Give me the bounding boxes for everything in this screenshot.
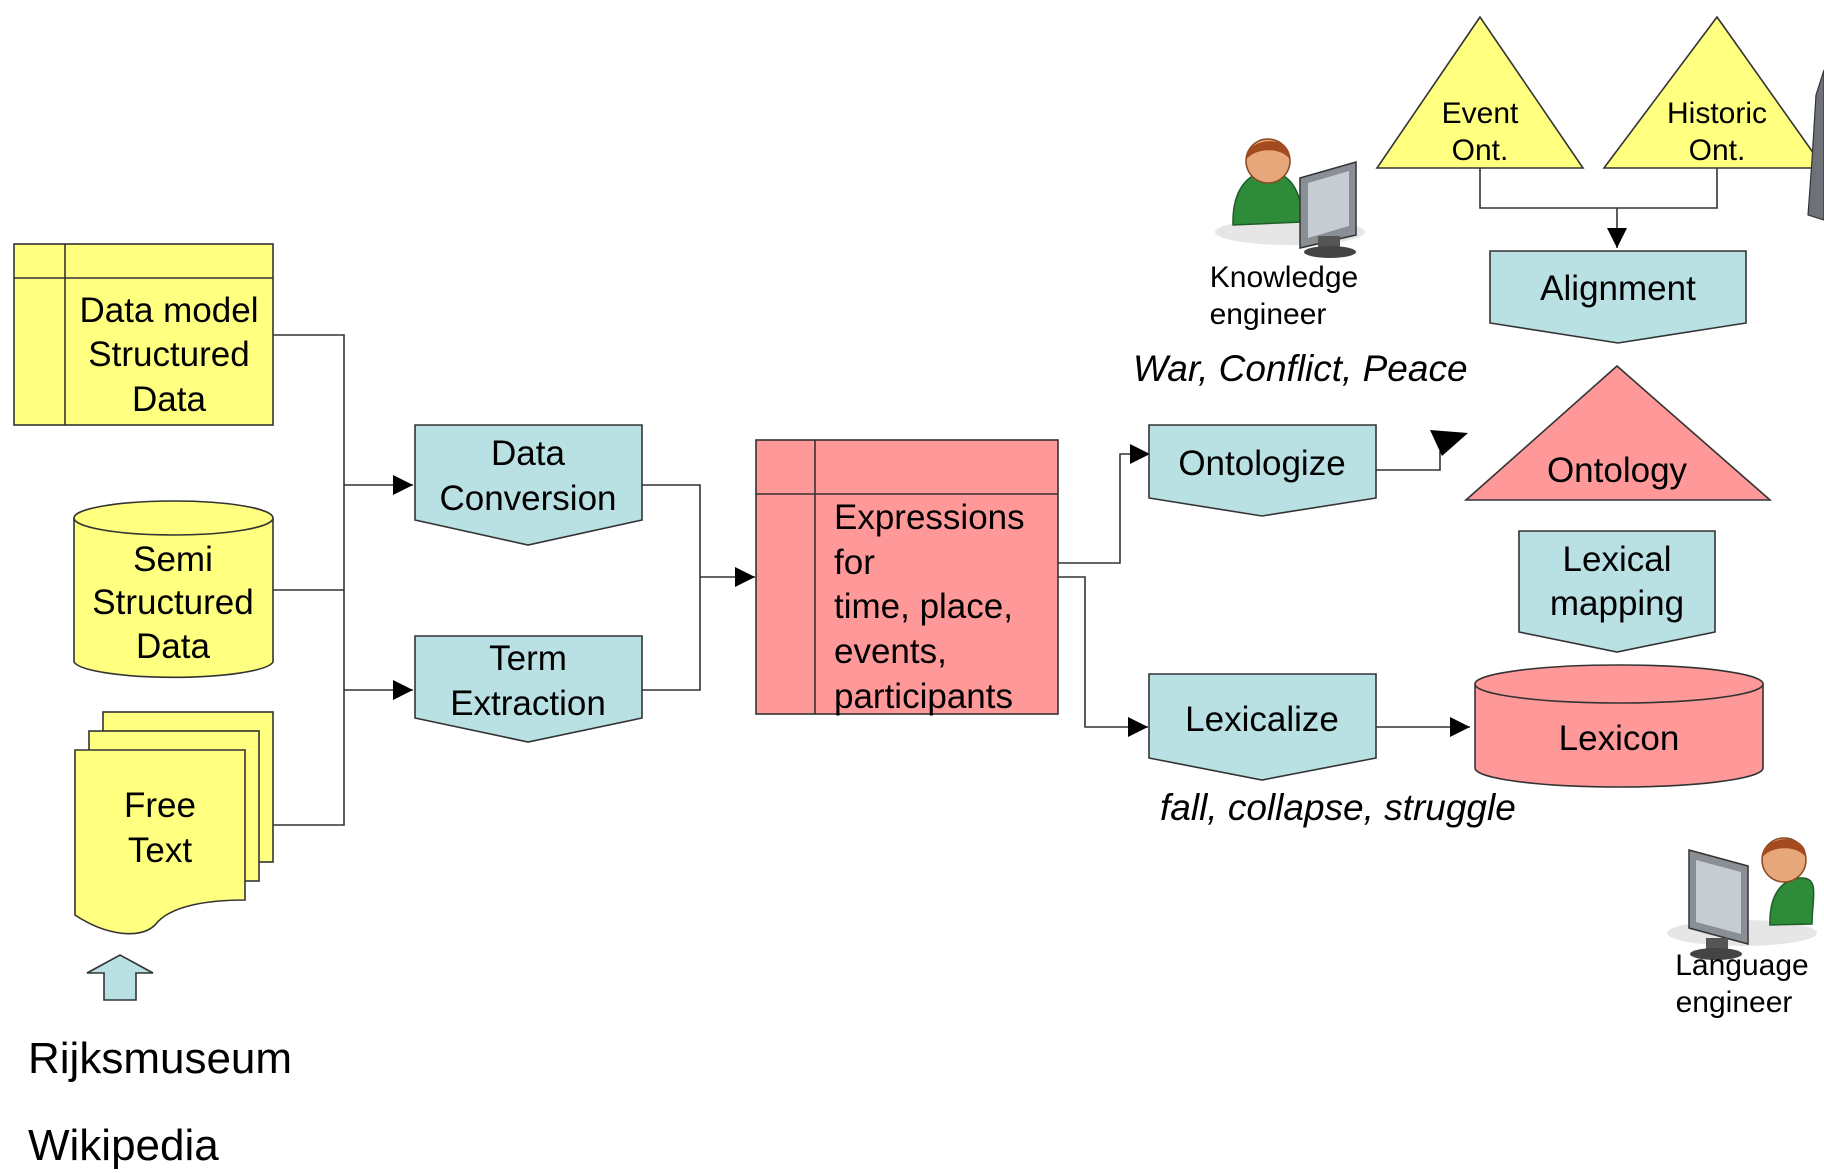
expressions-label-4: events, [834, 632, 947, 671]
server-icon [1807, 69, 1824, 221]
term-extraction-label-2: Extraction [450, 684, 606, 723]
free-text-label-2: Text [128, 831, 192, 870]
ontology-terms-example: War, Conflict, Peace [1133, 348, 1468, 389]
lexicalize-step: Lexicalize [1148, 673, 1377, 781]
data-model-label-1: Data model [80, 291, 259, 330]
lexical-mapping-label-1: Lexical [1563, 540, 1672, 579]
alignment-step: Alignment [1489, 250, 1747, 344]
input-arrow-icon [86, 954, 154, 1001]
data-model-label-2: Structured [88, 335, 249, 374]
term-extraction-label-1: Term [489, 639, 567, 678]
language-engineer: Language engineer [1667, 837, 1817, 1019]
historic-ont-label-1: Historic [1667, 97, 1767, 130]
connectors [273, 163, 1718, 826]
lexicalize-label: Lexicalize [1185, 700, 1339, 739]
semi-label-3: Data [136, 627, 210, 666]
expressions-label-1: Expressions [834, 498, 1025, 537]
knowledge-engineer-label-2: engineer [1210, 298, 1327, 331]
data-conversion-label-2: Conversion [439, 479, 616, 518]
data-model-label-3: Data [132, 380, 206, 419]
event-ont-label-1: Event [1442, 97, 1519, 130]
semi-structured-cylinder: Semi Structured Data [73, 500, 274, 679]
expressions-label-3: time, place, [834, 587, 1013, 626]
alignment-label: Alignment [1540, 269, 1696, 308]
free-text-label-1: Free [124, 786, 196, 825]
free-text-documents: Free Text [74, 711, 274, 935]
lexical-terms-example: fall, collapse, struggle [1160, 787, 1516, 828]
expressions-label-2: for [834, 543, 875, 582]
data-model-box: Data model Structured Data [13, 243, 274, 426]
language-engineer-label-2: engineer [1676, 986, 1793, 1019]
lexical-mapping-step: Lexical mapping [1518, 530, 1716, 653]
source-wikipedia: Wikipedia [28, 1121, 219, 1170]
semi-label-2: Structured [92, 583, 253, 622]
lexical-mapping-label-2: mapping [1550, 584, 1684, 623]
event-ont-label-2: Ont. [1452, 134, 1509, 167]
ontology-label: Ontology [1547, 451, 1688, 490]
historic-ont-label-2: Ont. [1689, 134, 1746, 167]
ontologize-label: Ontologize [1178, 444, 1345, 483]
knowledge-engineer-label-1: Knowledge [1210, 261, 1358, 294]
term-extraction-step: Term Extraction [414, 635, 643, 743]
data-conversion-label-1: Data [491, 434, 565, 473]
ontology-triangle: Ontology [1463, 364, 1773, 501]
event-ontology-triangle: Event Ont. [1375, 15, 1585, 169]
person-at-computer-icon [1215, 138, 1365, 258]
expressions-store: Expressions for time, place, events, par… [755, 439, 1059, 716]
lexicon-cylinder: Lexicon [1474, 664, 1764, 788]
person-at-computer-icon [1667, 837, 1817, 960]
semi-label-1: Semi [133, 540, 213, 579]
knowledge-engineer: Knowledge engineer [1210, 138, 1365, 331]
ontologize-step: Ontologize [1148, 424, 1377, 517]
source-rijksmuseum: Rijksmuseum [28, 1034, 292, 1083]
historic-ontology-triangle: Historic Ont. [1602, 15, 1824, 169]
language-engineer-label-1: Language [1675, 949, 1808, 982]
lexicon-label: Lexicon [1559, 719, 1680, 758]
expressions-label-5: participants [834, 677, 1013, 716]
data-conversion-step: Data Conversion [414, 424, 643, 546]
